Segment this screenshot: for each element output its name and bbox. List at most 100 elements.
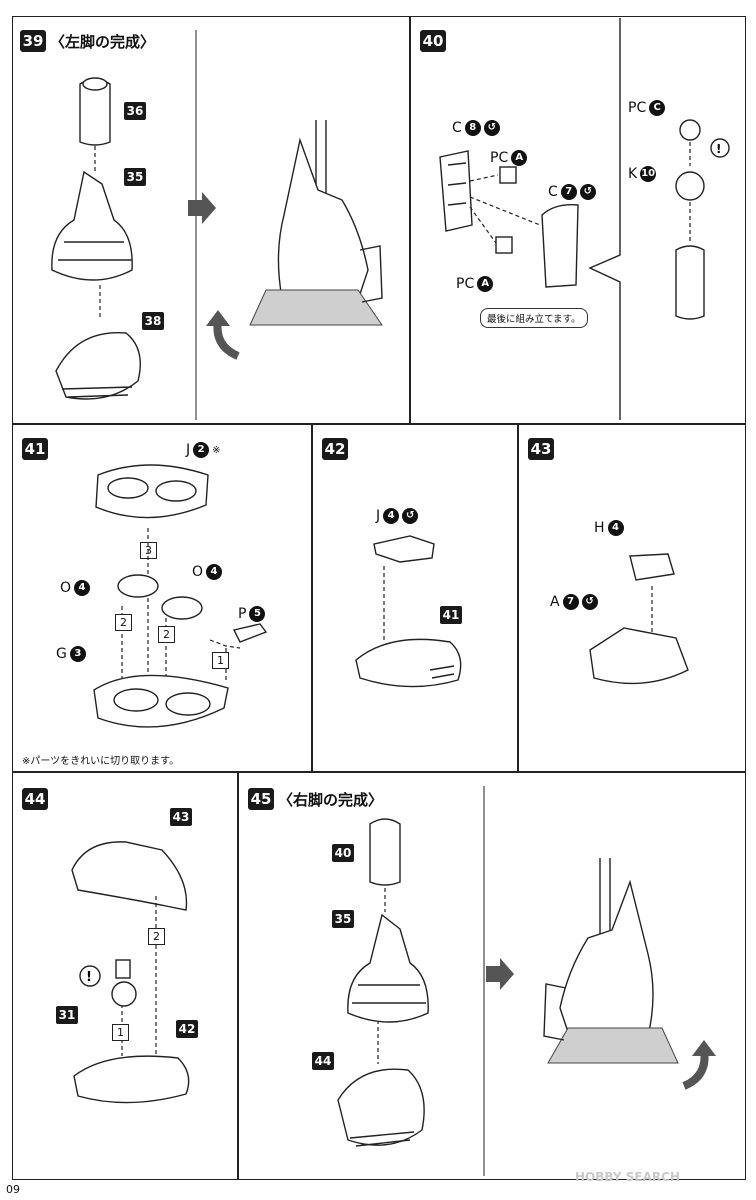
label-h4: H 4 [594, 520, 624, 536]
step-41-note: ※パーツをきれいに切り取ります。 [22, 756, 180, 767]
seq-step-2b: 2 [158, 626, 175, 643]
tag-40: 40 [332, 844, 354, 862]
label-o4-right: O 4 [192, 564, 223, 580]
label-g3-number: 3 [69, 646, 86, 662]
label-j2: J 2 ※ [186, 442, 221, 458]
part-j4-drawing [373, 535, 435, 563]
seq-step-2a: 2 [115, 614, 132, 631]
tag-42: 42 [176, 1020, 198, 1038]
part-p5-drawing [232, 623, 268, 643]
step-40-number: 40 [420, 30, 446, 52]
step-44-number: 44 [22, 788, 48, 810]
part-44-drawing [337, 1068, 425, 1147]
left-leg-complete-drawing [249, 120, 383, 326]
label-g3: G 3 [56, 646, 86, 662]
part-o4-left-drawing [117, 574, 159, 598]
no-paint-icon: ↺ [402, 508, 419, 524]
step-44-base-drawing [73, 1055, 190, 1104]
tag-36: 36 [124, 102, 146, 120]
label-j2-letter: J [186, 442, 191, 458]
step-41-number: 41 [22, 438, 48, 460]
label-j4: J 4 ↺ [376, 508, 419, 524]
seq-step-1: 1 [212, 652, 229, 669]
label-c8: C 8 ↺ [452, 120, 500, 136]
label-p5: P 5 [238, 606, 266, 622]
part-35-drawing [51, 170, 133, 281]
no-paint-icon: ↺ [581, 594, 598, 610]
label-o4-right-letter: O [192, 564, 204, 580]
svg-text:!: ! [716, 142, 721, 156]
label-c7-number: 7 [560, 184, 577, 200]
step-44-top-drawing [71, 841, 188, 911]
label-k10-number: 10 [640, 166, 657, 182]
part-h4-drawing [629, 553, 675, 581]
label-pcc-number: C [649, 100, 666, 116]
label-pcc-letter: PC [628, 100, 647, 116]
part-38-drawing [55, 331, 141, 400]
label-j4-number: 4 [383, 508, 400, 524]
step-42-base-drawing [355, 638, 462, 688]
tag-41: 41 [440, 606, 462, 624]
label-pca-bottom-number: A [477, 276, 494, 292]
part-g3-drawing [93, 674, 229, 728]
tag-38: 38 [142, 312, 164, 330]
seq-step-2: 2 [148, 928, 165, 945]
svg-text:!: ! [86, 970, 92, 985]
label-o4-left-number: 4 [74, 580, 91, 596]
step-43-number: 43 [528, 438, 554, 460]
no-paint-icon: ↺ [483, 120, 500, 136]
step-42-panel [312, 424, 518, 772]
step-39-arrow-right [188, 192, 216, 224]
page-number: 09 [6, 1183, 20, 1196]
label-c8-letter: C [452, 120, 462, 136]
step-45-title: 〈右脚の完成〉 [278, 791, 384, 809]
seq-step-1: 1 [112, 1024, 129, 1041]
label-a7-letter: A [550, 594, 560, 610]
label-pca-top: PC A [490, 150, 528, 166]
step-44-ball-drawing: ! [79, 959, 137, 1007]
label-pcc: PC C [628, 100, 666, 116]
step-40-right-parts-drawing: ! [675, 119, 730, 320]
tag-31: 31 [56, 1006, 78, 1024]
label-k10: K 10 [628, 166, 657, 182]
label-o4-left-letter: O [60, 580, 72, 596]
step-39-title: 〈左脚の完成〉 [50, 33, 156, 51]
step-43-panel [518, 424, 746, 772]
label-pca-bottom: PC A [456, 276, 494, 292]
step-39-number: 39 [20, 30, 46, 52]
part-35-drawing [347, 913, 429, 1023]
label-h4-number: 4 [607, 520, 624, 536]
tag-35: 35 [332, 910, 354, 928]
right-leg-complete-drawing [543, 858, 679, 1064]
label-pca-top-letter: PC [490, 150, 509, 166]
part-36-drawing [79, 77, 111, 146]
no-paint-icon: ↺ [579, 184, 596, 200]
label-p5-number: 5 [249, 606, 266, 622]
label-j2-mark: ※ [212, 444, 221, 456]
label-pca-bottom-letter: PC [456, 276, 475, 292]
tag-35: 35 [124, 168, 146, 186]
tag-43: 43 [170, 808, 192, 826]
step-45-rotate-arrow [682, 1040, 716, 1090]
part-40-drawing [369, 818, 401, 886]
label-c7-letter: C [548, 184, 558, 200]
label-o4-left: O 4 [60, 580, 91, 596]
step-40-callout: 最後に組み立てます。 [480, 308, 588, 328]
step-45-arrow-right [486, 958, 514, 990]
label-p5-letter: P [238, 606, 247, 622]
label-c8-number: 8 [464, 120, 481, 136]
label-j4-letter: J [376, 508, 381, 524]
label-a7: A 7 ↺ [550, 594, 598, 610]
label-j2-number: 2 [193, 442, 210, 458]
step-40-left-parts-drawing [439, 150, 579, 288]
step-39-rotate-arrow [206, 310, 240, 360]
